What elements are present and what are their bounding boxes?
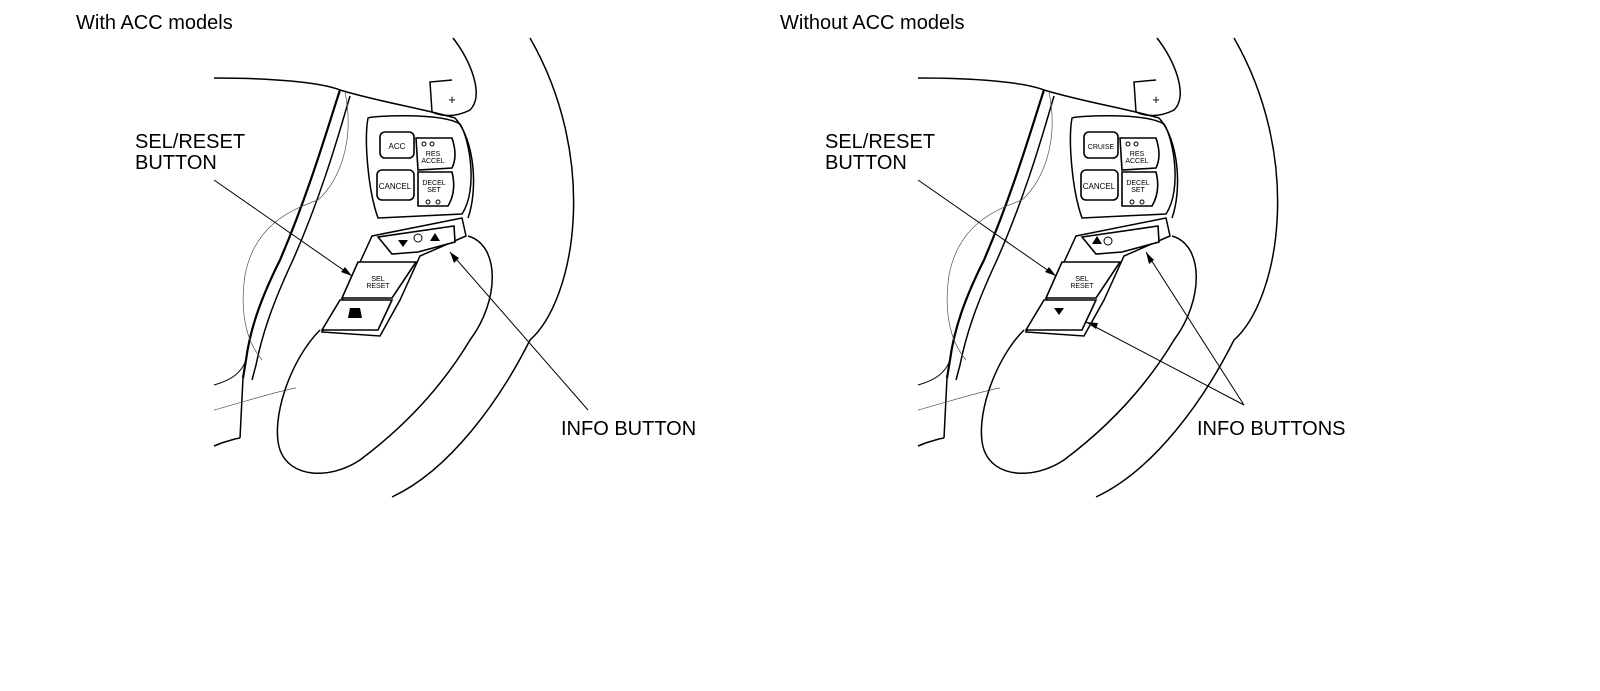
arrowhead (341, 267, 352, 276)
switch-bezel (1069, 115, 1176, 219)
acc-button-label: ACC (389, 142, 406, 151)
indicator-dot (421, 141, 427, 147)
info-up-button[interactable] (1080, 225, 1160, 255)
info-button[interactable] (376, 225, 456, 255)
leader-line-info-up (1145, 251, 1245, 406)
info-icon (413, 233, 423, 243)
arrowhead (450, 252, 459, 263)
hub-inner-edge-1 (241, 89, 342, 379)
hub-side-line (917, 387, 1001, 411)
indicator-dot (435, 199, 441, 205)
sel-reset-label-line1: SEL/RESET (135, 131, 246, 153)
res-accel-line2: ACCEL (1125, 158, 1148, 165)
down-arrow-icon (398, 240, 408, 247)
acc-button[interactable] (379, 131, 415, 159)
info-button-label: INFO BUTTON (561, 418, 697, 440)
decel-set-line1: DECEL (1126, 180, 1149, 187)
decel-set-line2: SET (1131, 187, 1145, 194)
cancel-button-label: CANCEL (1083, 182, 1116, 191)
leader-line-info-down (1085, 321, 1245, 406)
hub-inner-edge-1 (945, 89, 1046, 379)
leader-line-info (449, 251, 589, 411)
wheel-rim-outer (1095, 37, 1279, 498)
hub-inner-edge-2 (955, 95, 1055, 381)
paddle-plus-label: + (448, 92, 456, 107)
arrowhead (1045, 267, 1056, 276)
hub-inner-edge-2 (251, 95, 351, 381)
arrowhead (1146, 252, 1154, 264)
airbag-contour (946, 91, 1053, 361)
res-accel-line1: RES (1130, 151, 1145, 158)
sel-reset-label-line2: BUTTON (825, 152, 907, 174)
decel-set-button[interactable] (417, 171, 455, 207)
res-accel-button[interactable] (415, 137, 456, 171)
column-edge (213, 377, 244, 447)
spoke-lower-lobe (276, 235, 493, 475)
cruise-button-label: CRUISE (1088, 144, 1115, 151)
cruise-button[interactable] (1083, 131, 1119, 159)
sel-button-line2: RESET (1070, 283, 1094, 290)
indicator-dot (425, 199, 431, 205)
up-arrow-icon (430, 233, 440, 241)
up-arrow-icon (1092, 236, 1102, 244)
decel-set-button[interactable] (1121, 171, 1159, 207)
panel-without-acc: Without ACC models + CRUISE CANCEL RES A… (690, 0, 1490, 520)
sel-reset-button[interactable] (340, 261, 418, 299)
sel-reset-button[interactable] (1044, 261, 1122, 299)
leader-line-sel-reset (213, 179, 353, 277)
res-accel-line2: ACCEL (421, 158, 444, 165)
decel-set-line2: SET (427, 187, 441, 194)
column-edge (917, 377, 948, 447)
hub-side-line (213, 387, 297, 411)
hub-top-edge (213, 77, 475, 219)
down-arrow-icon (1054, 308, 1064, 315)
indicator-dot (1125, 141, 1131, 147)
sel-button-line1: SEL (371, 276, 384, 283)
sel-reset-label: SEL/RESET BUTTON (825, 132, 935, 174)
leader-line-sel-reset (917, 179, 1057, 277)
spoke-lower-lobe (980, 235, 1197, 475)
steering-wheel-diagram-acc: + ACC CANCEL RES ACCEL DECEL SET (213, 37, 589, 498)
res-accel-button[interactable] (1119, 137, 1160, 171)
indicator-dot (1139, 199, 1145, 205)
cancel-button[interactable] (1080, 169, 1119, 201)
sel-reset-label-line1: SEL/RESET (825, 131, 936, 153)
hub-lower-curve (213, 359, 247, 386)
wheel-rim-outer (391, 37, 575, 498)
hub-top-edge (917, 77, 1179, 219)
switch-bezel (365, 115, 472, 219)
sel-reset-label-line2: BUTTON (135, 152, 217, 174)
info-down-button[interactable] (1024, 299, 1098, 331)
steering-wheel-diagram-no-acc: + CRUISE CANCEL RES ACCEL DECEL SET SE (917, 37, 1279, 498)
paddle-plus-label: + (1152, 92, 1160, 107)
airbag-contour (242, 91, 349, 361)
indicator-dot (1133, 141, 1139, 147)
res-accel-line1: RES (426, 151, 441, 158)
sel-button-line1: SEL (1075, 276, 1088, 283)
info-icon (1103, 236, 1113, 246)
panel-heading: With ACC models (76, 12, 233, 34)
sel-button-line2: RESET (366, 283, 390, 290)
arrowhead (1086, 322, 1098, 329)
cancel-button[interactable] (376, 169, 415, 201)
car-distance-icon (348, 308, 362, 318)
indicator-dot (1129, 199, 1135, 205)
info-buttons-label: INFO BUTTONS (1197, 418, 1346, 440)
decel-set-line1: DECEL (422, 180, 445, 187)
panel-with-acc: With ACC models + ACC CANCEL RES ACCEL D… (0, 0, 800, 520)
sel-reset-label: SEL/RESET BUTTON (135, 132, 245, 174)
cancel-button-label: CANCEL (379, 182, 412, 191)
panel-heading: Without ACC models (780, 12, 965, 34)
indicator-dot (429, 141, 435, 147)
hub-lower-curve (917, 359, 951, 386)
